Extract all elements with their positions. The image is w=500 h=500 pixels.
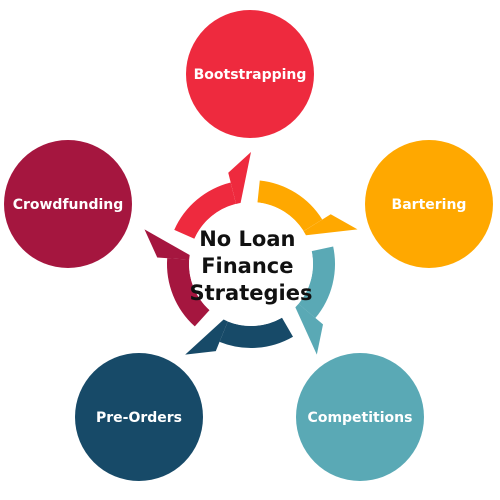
center-disc [189,202,313,326]
node-crowdfunding: Crowdfunding [4,140,132,268]
node-crowdfunding-label: Crowdfunding [13,197,124,213]
ring-arrowhead-crowdfunding [144,229,200,261]
center-line-3: Strategies [190,281,313,305]
node-bartering: Bartering [365,140,493,268]
ring-arc-competitions [298,246,335,318]
ring-arrowhead-competitions [290,297,324,355]
node-bootstrapping: Bootstrapping [186,10,314,138]
node-bartering-circle [365,140,493,268]
node-pre-orders-circle [75,353,203,481]
node-competitions-circle [296,353,424,481]
ring-arc-pre-orders [219,317,293,349]
ring-arrowhead-bartering [295,214,358,237]
ring-arrowhead-pre-orders [185,312,232,355]
node-crowdfunding-circle [4,140,132,268]
ring-arc-crowdfunding [167,258,210,327]
center-line-1: No Loan [199,227,295,251]
ring-arrowhead-bootstrapping [228,152,251,214]
ring-arcs [144,152,358,355]
ring-arc-bartering [257,180,323,232]
node-pre-orders: Pre-Orders [75,353,203,481]
node-competitions-label: Competitions [308,410,413,426]
node-bootstrapping-label: Bootstrapping [194,67,307,83]
node-bootstrapping-circle [186,10,314,138]
center-line-2: Finance [201,254,293,278]
node-pre-orders-label: Pre-Orders [96,410,182,426]
node-bartering-label: Bartering [392,197,467,213]
ring-arc-bootstrapping [174,182,237,239]
node-competitions: Competitions [296,353,424,481]
center-title: No Loan Finance Strategies [190,227,313,305]
